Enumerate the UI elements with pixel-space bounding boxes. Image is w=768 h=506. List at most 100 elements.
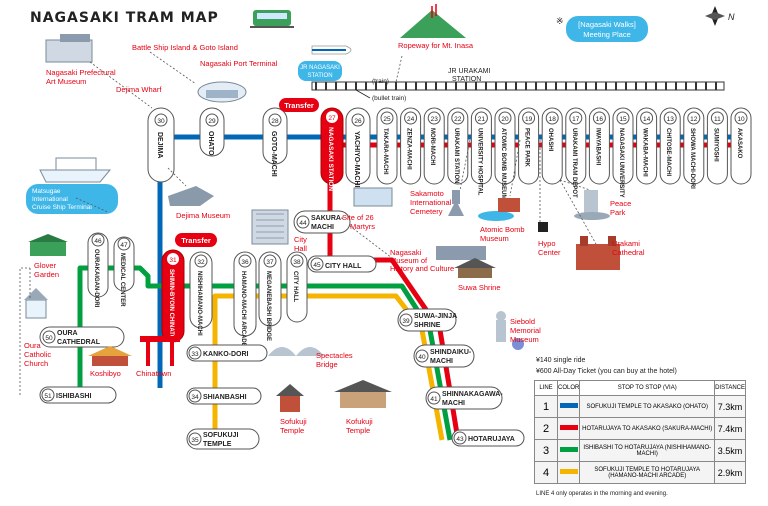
station-number: 20 [501, 116, 509, 123]
jr-urakami-label: JR URAKAMI [448, 68, 490, 75]
kofukuji-icon [334, 380, 392, 408]
svg-text:Site of 26: Site of 26 [342, 213, 374, 222]
svg-text:Sofukuji: Sofukuji [280, 417, 307, 426]
history-museum-icon [436, 246, 486, 260]
station-name: OHASHI [547, 128, 553, 152]
dejima-museum-icon [168, 186, 214, 206]
svg-text:Siebold: Siebold [510, 317, 535, 326]
svg-text:32: 32 [197, 259, 205, 266]
station-name: SHOWA MACHI-DORI [689, 128, 695, 189]
svg-text:29: 29 [208, 118, 216, 125]
station-37: 37 MEGANEBASHI BRIDGE [258, 251, 282, 341]
port-terminal-icon [197, 81, 247, 103]
walks-bubble: [Nagasaki Walks] Meeting Place ※ [556, 16, 648, 42]
line-color-swatch [559, 447, 578, 452]
table-row: 2 HOTARUJAYA TO AKASAKO (SAKURA-MACHI) 7… [534, 417, 746, 440]
svg-text:28: 28 [271, 118, 279, 125]
top-stations-east: 25TAKARA-MACHI24ZENZA-MACHI23MORI-MACHI2… [376, 107, 752, 199]
svg-text:Church: Church [24, 359, 48, 368]
svg-text:MACHI: MACHI [430, 358, 453, 365]
svg-text:International: International [410, 198, 452, 207]
svg-text:Oura: Oura [24, 341, 42, 350]
table-row: 3 ISHIBASHI TO HOTARUJAYA (NISHIHAMANO-M… [534, 439, 746, 462]
svg-text:Museum of: Museum of [390, 256, 428, 265]
svg-text:N: N [728, 12, 735, 22]
svg-text:Cathedral: Cathedral [612, 248, 645, 257]
svg-text:33: 33 [191, 351, 199, 358]
station-26: 26 YACHIYO-MACHI [345, 107, 371, 188]
lines-table: LINE COLOR STOP TO STOP (VIA) DISTANCE 1… [534, 380, 746, 484]
svg-text:OURAKAIGAN-DORI: OURAKAIGAN-DORI [93, 249, 99, 308]
bullet-train-icon [311, 45, 352, 55]
station-number: 25 [383, 116, 391, 123]
svg-text:Nagasaki Port Terminal: Nagasaki Port Terminal [200, 59, 278, 68]
svg-text:International: International [32, 196, 68, 203]
station-28: 28 GOTO-MACHI [262, 107, 288, 177]
svg-text:KANKO-DORI: KANKO-DORI [203, 351, 249, 358]
station-39: 39 SUWA-JINJA SHRINE [397, 308, 457, 332]
svg-text:Temple: Temple [280, 426, 304, 435]
glover-garden-icon [28, 234, 68, 256]
svg-text:SHRINE: SHRINE [414, 322, 441, 329]
table-note: LINE 4 only operates in the morning and … [536, 491, 668, 497]
svg-text:Spectacles: Spectacles [316, 351, 353, 360]
svg-text:Cruise Ship Terminal: Cruise Ship Terminal [32, 204, 92, 211]
svg-text:Museum: Museum [510, 335, 539, 344]
svg-text:SHINNAKAGAWA-: SHINNAKAGAWA- [442, 391, 503, 398]
station-number: 18 [549, 116, 557, 123]
station-38: 38 CITY HALL [286, 251, 308, 323]
svg-text:Kofukuji: Kofukuji [346, 417, 373, 426]
station-number: 15 [619, 116, 627, 123]
station-name: PEACE PARK [524, 128, 530, 168]
svg-text:Bridge: Bridge [316, 360, 338, 369]
station-47: 47 MEDICAL CENTER [113, 236, 135, 307]
jr-nagasaki-station: JR NAGASAKI STATION [298, 61, 342, 81]
station-number: 19 [525, 116, 533, 123]
map-title: NAGASAKI TRAM MAP [30, 10, 219, 26]
station-number: 16 [596, 116, 604, 123]
svg-text:Nagasaki: Nagasaki [390, 248, 422, 257]
line-color-swatch [559, 403, 578, 408]
svg-text:HAMANO-MACHI ARCADE: HAMANO-MACHI ARCADE [240, 271, 246, 347]
svg-text:SOFUKUJI: SOFUKUJI [203, 432, 238, 439]
svg-text:Nagasaki Prefectural: Nagasaki Prefectural [46, 68, 116, 77]
svg-text:Matsugae: Matsugae [32, 188, 61, 195]
svg-text:MEGANEBASHI BRIDGE: MEGANEBASHI BRIDGE [265, 271, 271, 341]
martyrs-icon [353, 187, 393, 207]
hypo-center-icon [538, 222, 548, 232]
svg-text:Temple: Temple [346, 426, 370, 435]
cruise-ship-icon [39, 157, 112, 183]
svg-text:30: 30 [157, 118, 165, 125]
station-29: 29 OHATO [199, 107, 225, 157]
station-51: 51 ISHIBASHI [39, 386, 117, 404]
station-50: 50 OURA CATHEDRAL [39, 326, 125, 348]
svg-text:SHIANBASHI: SHIANBASHI [203, 394, 247, 401]
atomic-museum-icon [478, 198, 520, 221]
svg-text:Garden: Garden [34, 270, 59, 279]
transfer-badge-top: Transfer [279, 98, 319, 112]
svg-text:[Nagasaki Walks]: [Nagasaki Walks] [578, 20, 636, 29]
table-row: 4 SOFUKUJI TEMPLE TO HOTARUJAYA (HAMANO-… [534, 461, 746, 484]
svg-text:HOTARUJAYA: HOTARUJAYA [468, 436, 515, 443]
station-43: 43 HOTARUJAYA [451, 429, 525, 447]
svg-text:Suwa Shrine: Suwa Shrine [458, 283, 501, 292]
single-fare: ¥140 single ride [536, 357, 586, 364]
line-color-swatch [559, 469, 578, 474]
svg-text:Art Museum: Art Museum [46, 77, 86, 86]
col-distance: DISTANCE [714, 380, 746, 396]
station-number: 12 [690, 116, 698, 123]
station-41: 41 SHINNAKAGAWA- MACHI [425, 386, 503, 410]
svg-text:STATION: STATION [452, 76, 481, 83]
station-45: 45 CITY HALL [307, 255, 377, 273]
city-hall-icon [251, 209, 289, 245]
station-name: NAGASAKI UNIVERSITY [618, 128, 624, 198]
svg-text:STATION: STATION [307, 73, 332, 79]
svg-text:Park: Park [610, 208, 626, 217]
col-stop: STOP TO STOP (VIA) [579, 380, 716, 396]
